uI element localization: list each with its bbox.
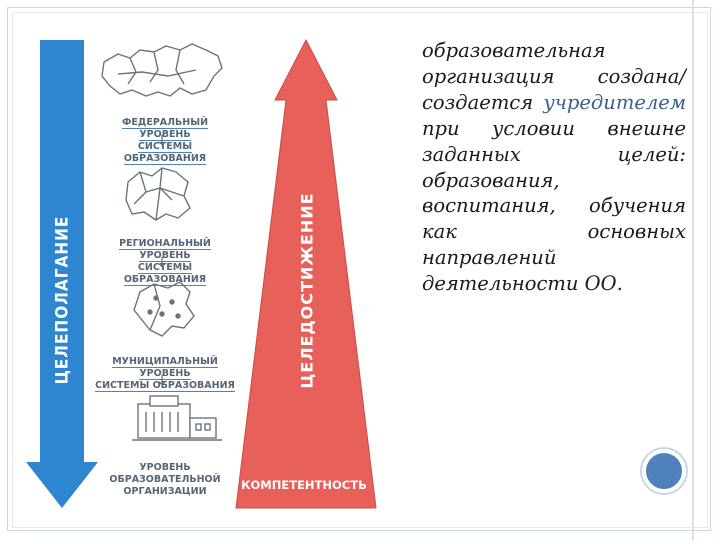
level-label-municipal: МУНИЦИПАЛЬНЫЙ УРОВЕНЬ СИСТЕМЫ ОБРАЗОВАНИ… [95,356,235,392]
competence-label: КОМПЕТЕНТНОСТЬ [241,478,367,492]
slide-frame-outer [7,7,711,531]
goal-levels-diagram: ЦЕЛЕПОЛАГАНИЕ ЦЕЛЕДОСТИЖЕНИЕ КОМПЕТЕНТНО… [26,38,377,509]
slide-right-rule [692,0,694,540]
goal-achievement-label: ЦЕЛЕДОСТИЖЕНИЕ [297,191,317,389]
russia-map-icon [101,43,223,97]
level-label-regional: РЕГИОНАЛЬНЫЙ УРОВЕНЬ СИСТЕМЫ ОБРАЗОВАНИЯ [119,238,211,286]
level-label-organization: УРОВЕНЬ ОБРАЗОВАТЕЛЬНОЙ ОРГАНИЗАЦИИ [109,462,221,497]
decorative-circle [642,449,686,493]
goal-setting-label: ЦЕЛЕПОЛАГАНИЕ [52,215,73,385]
goal-achievement-arrow [235,38,377,509]
municipality-map-icon [133,281,195,337]
main-text: образовательная организация создана/созд… [422,39,686,296]
down-arrow-icon: ↓ [156,373,168,389]
down-arrow-icon: ↓ [156,255,168,271]
diagram-graphics [26,38,377,509]
goal-setting-arrow [26,40,98,508]
region-map-icon [125,167,191,221]
school-building-icon [132,395,222,441]
down-arrow-icon: ↓ [156,133,168,149]
slide-frame-inner [12,12,708,528]
level-label-federal: ФЕДЕРАЛЬНЫЙ УРОВЕНЬ СИСТЕМЫ ОБРАЗОВАНИЯ [121,117,209,165]
